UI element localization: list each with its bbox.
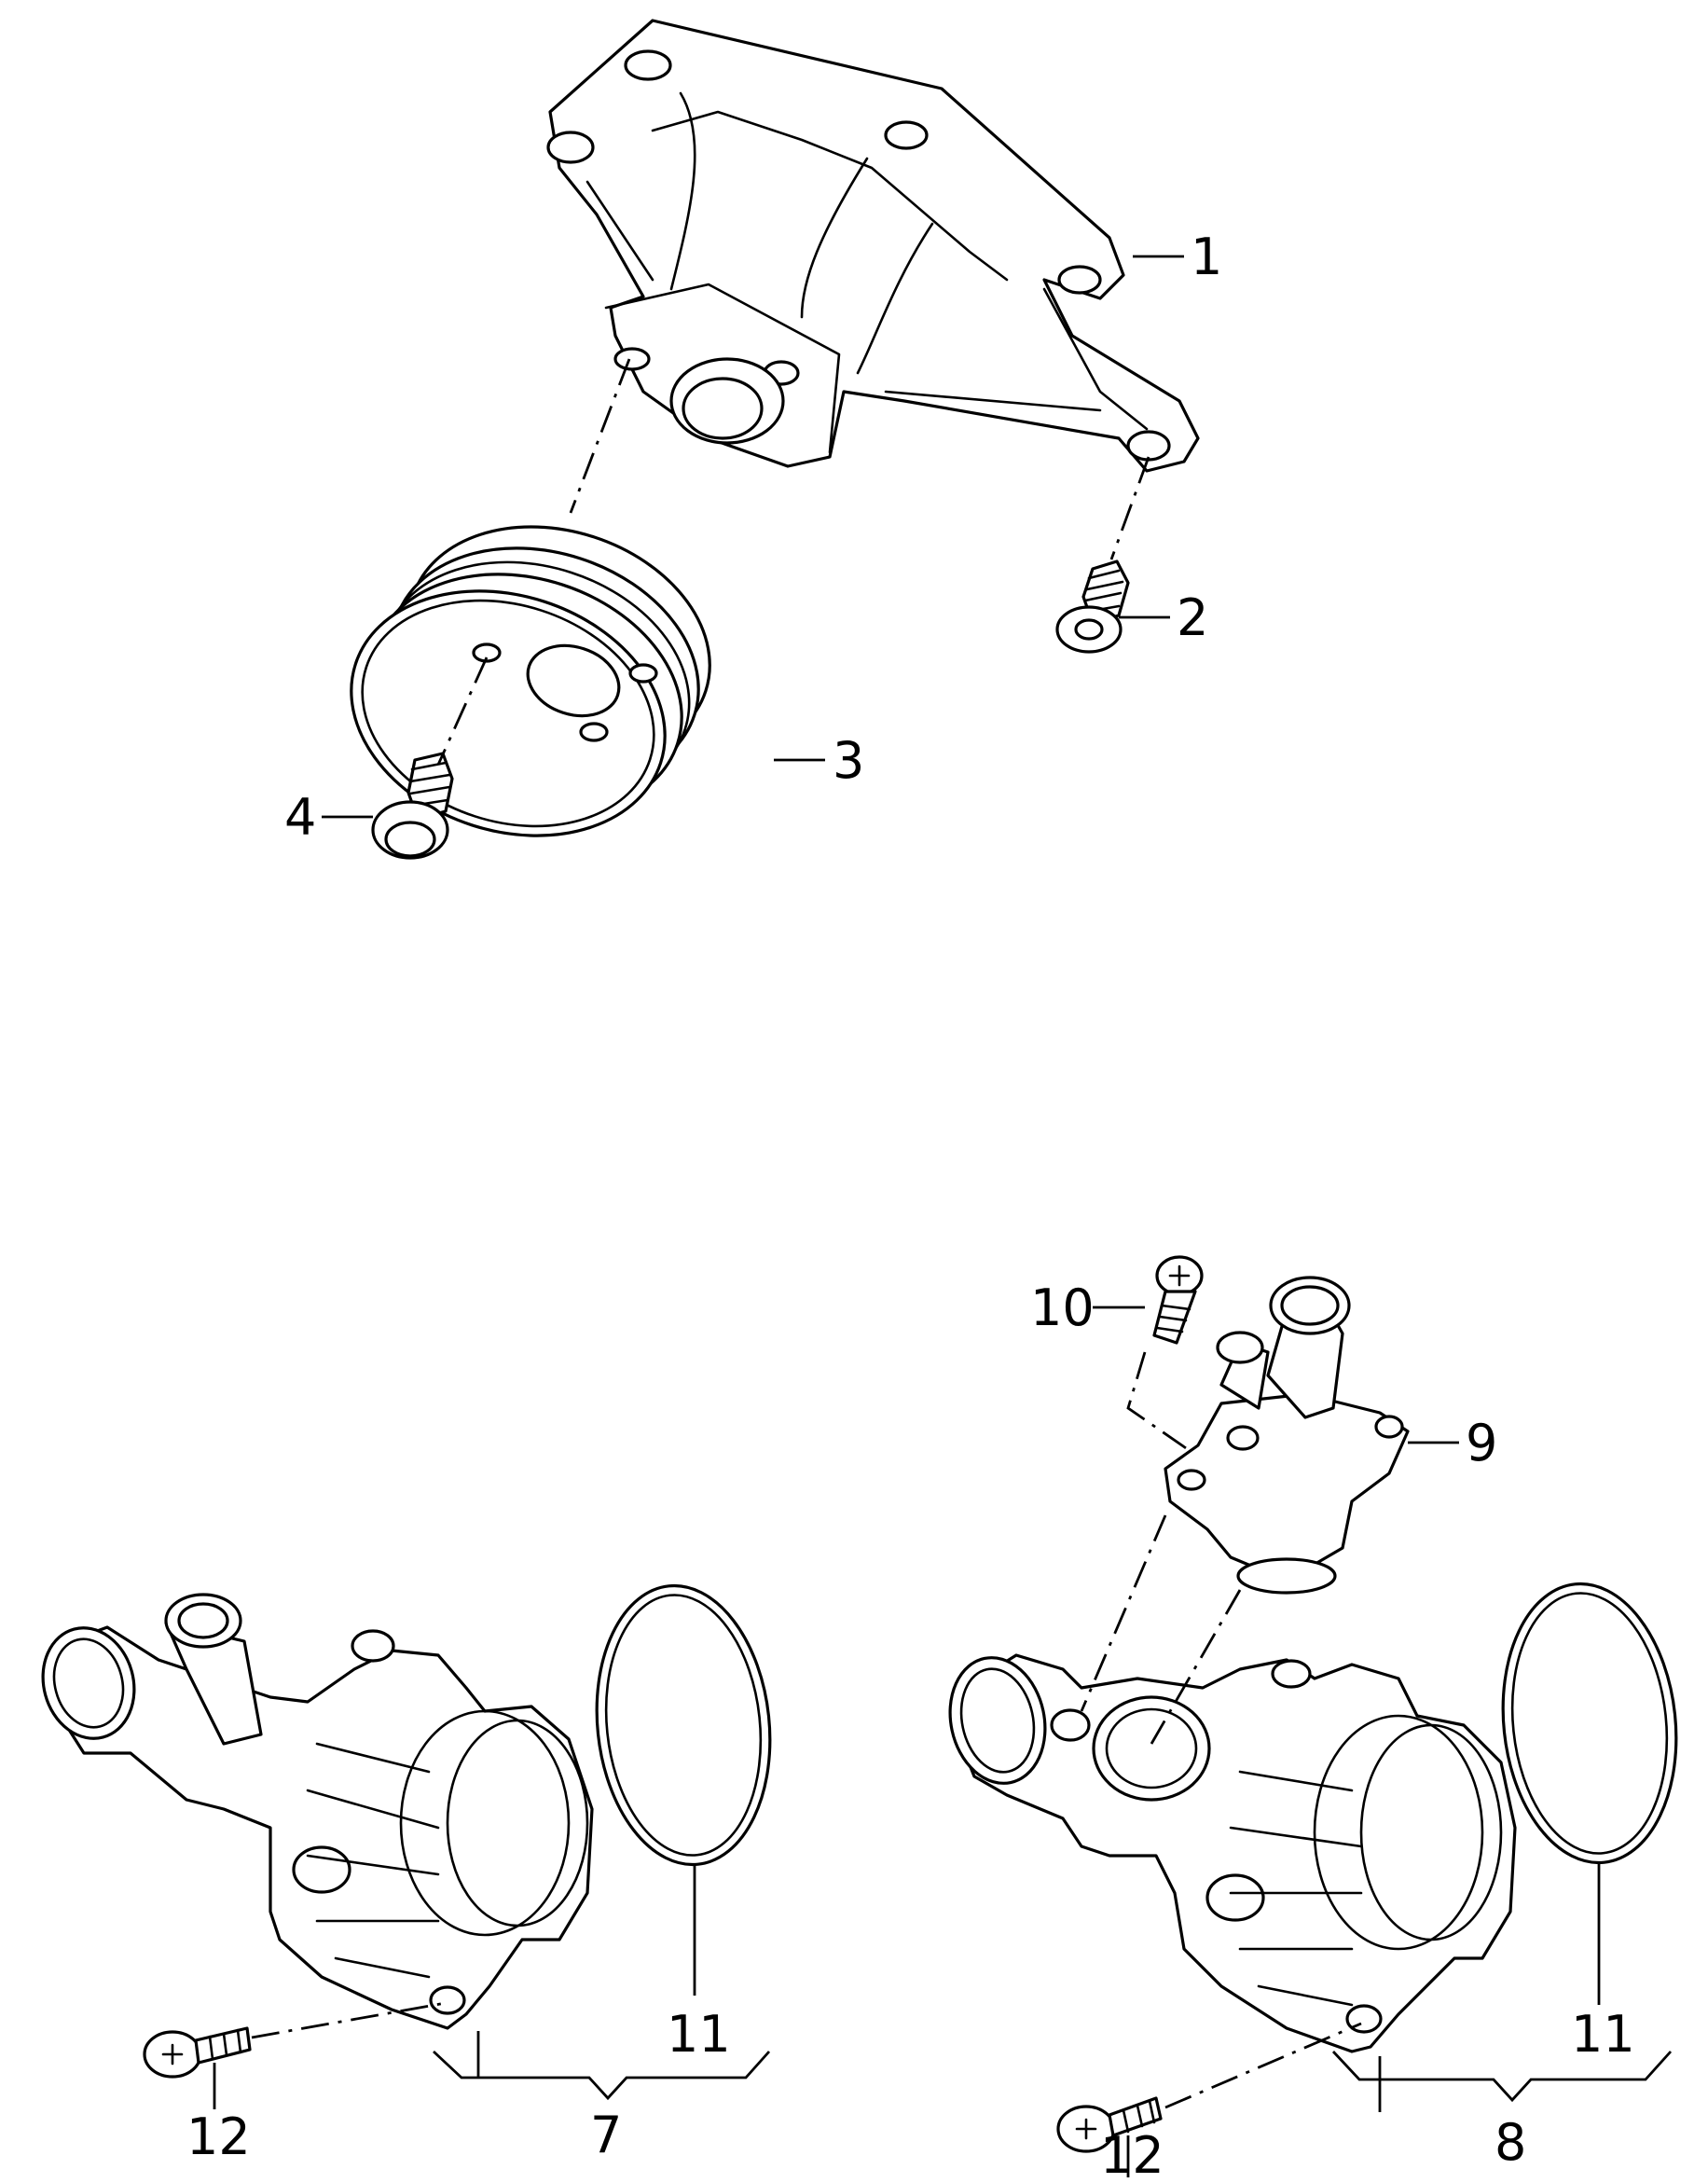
callout-4: 4 bbox=[284, 788, 316, 847]
callout-3: 3 bbox=[833, 731, 864, 790]
screw-2 bbox=[1055, 560, 1130, 654]
callout-8: 8 bbox=[1494, 2113, 1526, 2172]
water-pump bbox=[546, 19, 1200, 473]
screw-12-right bbox=[1056, 2096, 1163, 2153]
bracket-8 bbox=[1331, 2051, 1673, 2103]
callout-11-right: 11 bbox=[1571, 2005, 1635, 2064]
assembly-line-screw-4 bbox=[436, 656, 489, 766]
bracket-7 bbox=[433, 2050, 771, 2101]
callout-11-left: 11 bbox=[667, 2005, 731, 2064]
callout-2: 2 bbox=[1177, 588, 1208, 647]
callout-12-left: 12 bbox=[186, 2107, 251, 2166]
o-ring-left-inner bbox=[604, 1594, 763, 1857]
thermostat-cover bbox=[1164, 1276, 1410, 1595]
o-ring-right-inner bbox=[1510, 1592, 1669, 1855]
assembly-line-cover-left bbox=[1080, 1514, 1167, 1712]
screw-10 bbox=[1152, 1255, 1204, 1345]
callout-1: 1 bbox=[1191, 228, 1222, 286]
callout-10: 10 bbox=[1030, 1278, 1095, 1337]
thermostat-housing-8 bbox=[948, 1653, 1517, 2053]
assembly-line-screw-12-right bbox=[1164, 2022, 1362, 2109]
assembly-line-screw-2 bbox=[1109, 456, 1150, 560]
o-ring-left bbox=[595, 1583, 772, 1867]
o-ring-right bbox=[1501, 1582, 1678, 1865]
assembly-line-cover-right bbox=[1150, 1589, 1242, 1745]
screw-4 bbox=[371, 752, 454, 860]
callout-9: 9 bbox=[1466, 1414, 1497, 1472]
callout-7: 7 bbox=[590, 2106, 622, 2164]
screw-12-left bbox=[143, 2026, 252, 2079]
assembly-line-screw-12-left bbox=[251, 2001, 447, 2039]
callout-12-right: 12 bbox=[1100, 2126, 1164, 2183]
thermostat-housing-7 bbox=[41, 1593, 594, 2030]
assembly-line-pulley bbox=[569, 358, 631, 514]
assembly-line-screw-10 bbox=[1126, 1351, 1190, 1452]
